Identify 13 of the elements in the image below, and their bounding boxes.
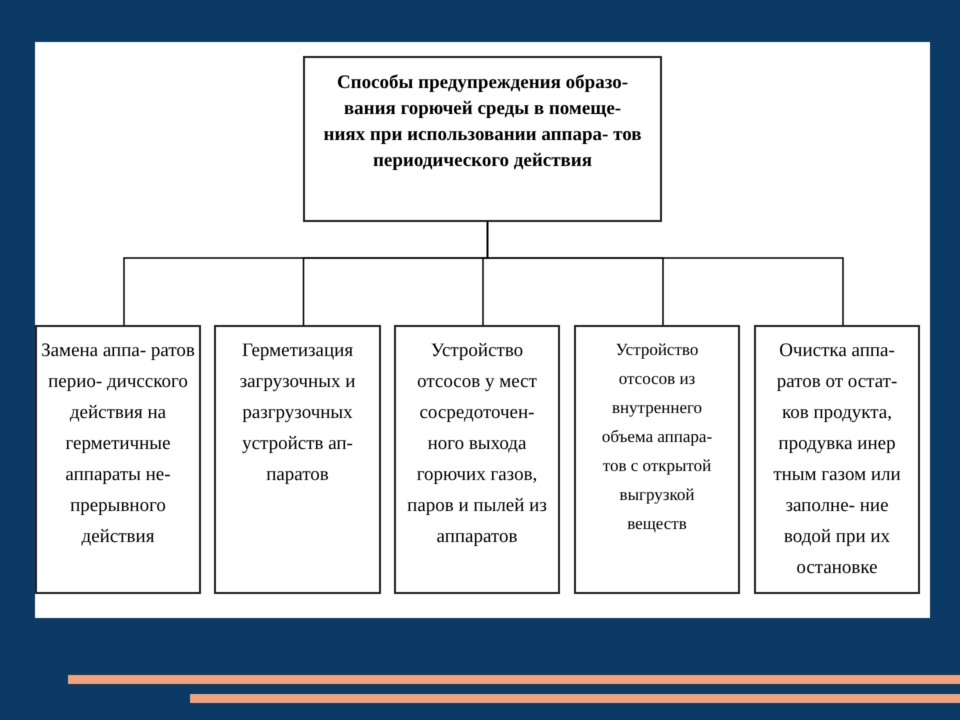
text-box: [754, 325, 920, 594]
box-text: Устройство отсосов из внутреннего объема аппара- тов с открытой выгрузкой веществ: [600, 339, 714, 535]
box-text: Очистка аппа- ратов от остат- ков продукта, продувка инер тным газом или заполне- ние водой при их остановке: [772, 339, 902, 580]
box-text: Способы предупреждения образо- вания горючей среды в помеще- ниях при использовании аппара- тов периодического действия: [322, 71, 642, 173]
text-box: [214, 325, 381, 594]
text-box: [303, 56, 662, 222]
box-text: Герметизация загрузочных и разгрузочных устройств ап- паратов: [238, 339, 356, 487]
box-text: Устройство отсосов у мест сосредоточен- ного выхода горючих газов, паров и пылей из аппаратов: [406, 339, 548, 549]
text-box: [35, 325, 201, 594]
text-box: [574, 325, 740, 594]
box-text: Замена аппа- ратов перио- дичсского действия на герметичные аппараты не- прерывного действия: [41, 339, 195, 549]
text-box: [394, 325, 560, 594]
connector-line: [486, 222, 844, 325]
